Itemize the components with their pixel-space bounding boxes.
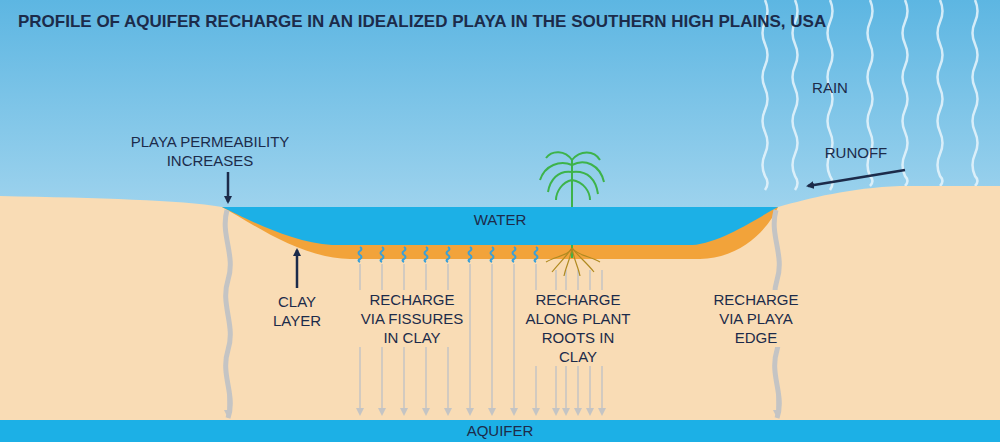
fissure (381, 247, 384, 262)
fissure (469, 247, 472, 262)
node-label: WATER (222, 205, 778, 228)
rain-line (973, 0, 978, 186)
recharge-arrow (469, 264, 471, 414)
fissure (359, 247, 362, 262)
fissure (403, 247, 406, 262)
water-body: WATER (222, 205, 778, 247)
leader-arrow (296, 250, 299, 288)
recharge-arrow (513, 264, 515, 414)
rain-line (903, 0, 908, 186)
recharge-arrow (491, 264, 493, 414)
diagram-title: PROFILE OF AQUIFER RECHARGE IN AN IDEALI… (18, 12, 826, 31)
fissure (425, 247, 428, 262)
plant-roots (546, 248, 600, 276)
process-label: RECHARGE VIA FISSURES IN CLAY (356, 290, 468, 347)
fissure (447, 247, 450, 262)
process-label: RECHARGE ALONG PLANT ROOTS IN CLAY (522, 290, 634, 366)
node-label: AQUIFER (0, 420, 1000, 439)
recharge-arrows (228, 247, 777, 416)
rain-line (938, 0, 943, 186)
fissure (535, 247, 538, 262)
weather-label: RAIN (800, 78, 860, 97)
runoff-arrow (808, 170, 905, 186)
leader-arrow (227, 172, 230, 202)
flow-label: RUNOFF (816, 143, 896, 162)
edge-recharge (225, 210, 230, 418)
aquifer-band: AQUIFER (0, 420, 1000, 442)
callout-label: CLAY LAYER (267, 292, 327, 330)
ground (0, 186, 1000, 442)
fissure (513, 247, 516, 262)
callout-label: PLAYA PERMEABILITY INCREASES (120, 132, 300, 170)
fissure (491, 247, 494, 262)
process-label: RECHARGE VIA PLAYA EDGE (708, 290, 804, 347)
